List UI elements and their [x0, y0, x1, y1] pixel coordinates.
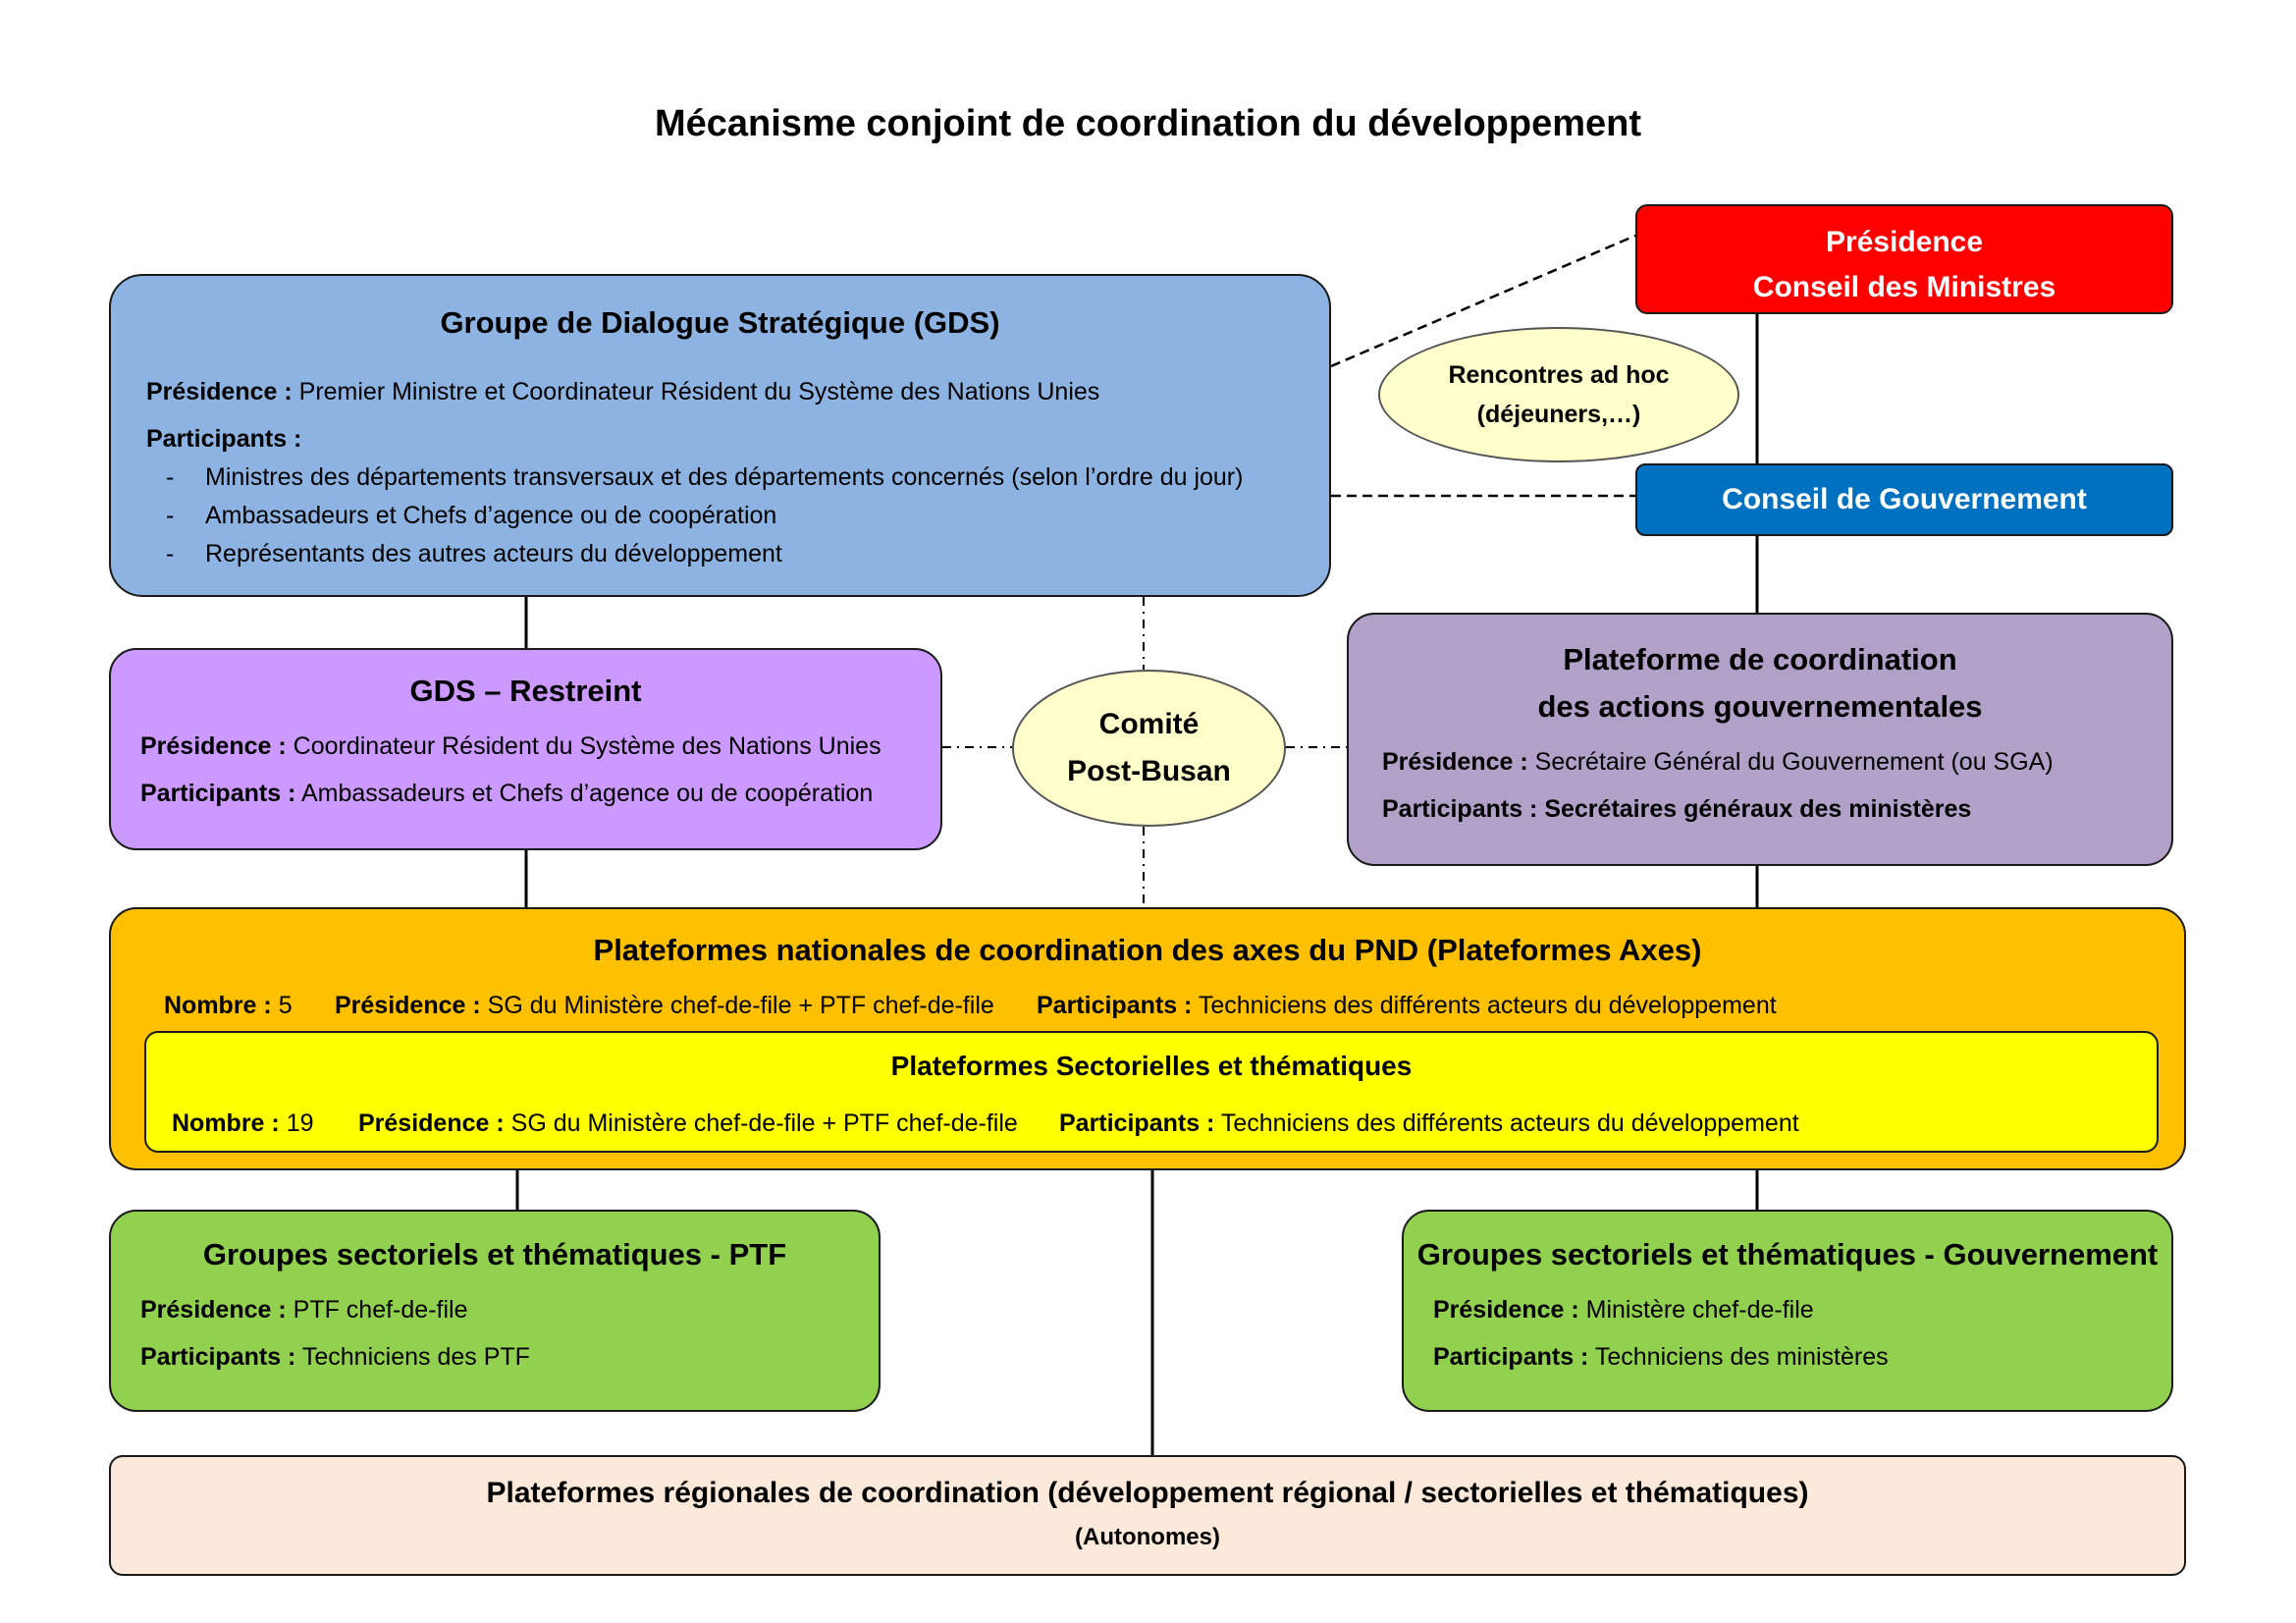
plateformes-regionales-subtitle: (Autonomes): [1075, 1524, 1220, 1550]
plateformes-axes-presidence-value: SG du Ministère chef-de-file + PTF chef-…: [487, 992, 994, 1019]
comite-line2: Post-Busan: [1067, 755, 1231, 787]
plateforme-coordination-participants-line: Participants : Secrétaires généraux des …: [1382, 795, 1972, 823]
connector-gds-presidence-dashed: [1330, 234, 1636, 368]
presidence-conseil-ministres-box: Présidence Conseil des Ministres: [1635, 204, 2173, 314]
list-item: -Représentants des autres acteurs du dév…: [166, 540, 782, 568]
list-item: -Ambassadeurs et Chefs d’agence ou de co…: [166, 502, 777, 529]
conseil-gouvernement-box: Conseil de Gouvernement: [1635, 463, 2173, 536]
groupes-gouvernement-presidence-value: Ministère chef-de-file: [1585, 1296, 1814, 1324]
gds-restreint-presidence-line: Présidence : Coordinateur Résident du Sy…: [140, 732, 881, 760]
groupes-gouvernement-participants-value: Techniciens des ministères: [1594, 1343, 1889, 1371]
gds-box: Groupe de Dialogue Stratégique (GDS) Pré…: [109, 274, 1331, 597]
groupes-gouvernement-box: Groupes sectoriels et thématiques - Gouv…: [1402, 1210, 2173, 1412]
groupes-ptf-title: Groupes sectoriels et thématiques - PTF: [202, 1237, 787, 1271]
gds-title: Groupe de Dialogue Stratégique (GDS): [440, 305, 1000, 340]
plateformes-sectorielles-participants: Participants : Techniciens des différent…: [1059, 1109, 1799, 1137]
groupes-gouvernement-participants-line: Participants : Techniciens des ministère…: [1433, 1343, 1889, 1371]
gds-restreint-participants-line: Participants : Ambassadeurs et Chefs d’a…: [140, 780, 874, 807]
plateformes-sectorielles-title: Plateformes Sectorielles et thématiques: [890, 1051, 1413, 1081]
plateformes-sectorielles-nombre-value: 19: [286, 1109, 314, 1137]
comite-post-busan-ellipse: Comité Post-Busan: [1012, 670, 1286, 827]
plateformes-sectorielles-box: Plateformes Sectorielles et thématiques …: [144, 1031, 2159, 1153]
groupes-gouvernement-title: Groupes sectoriels et thématiques - Gouv…: [1416, 1237, 2159, 1271]
plateformes-axes-box: Plateformes nationales de coordination d…: [109, 907, 2186, 1170]
plateformes-axes-title: Plateformes nationales de coordination d…: [593, 933, 1702, 967]
conseil-gouvernement-label: Conseil de Gouvernement: [1722, 483, 2087, 515]
plateformes-sectorielles-presidence-value: SG du Ministère chef-de-file + PTF chef-…: [510, 1109, 1018, 1137]
gds-presidence-line: Présidence : Premier Ministre et Coordin…: [146, 378, 1099, 406]
plateformes-sectorielles-presidence: Présidence : SG du Ministère chef-de-fil…: [358, 1109, 1018, 1137]
presidence-box-line1: Présidence: [1825, 226, 1984, 258]
presidence-label: Présidence :: [146, 378, 293, 406]
plateformes-sectorielles-nombre: Nombre : 19: [172, 1109, 314, 1137]
plateforme-coordination-presidence-value: Secrétaire Général du Gouvernement (ou S…: [1534, 748, 2054, 776]
gds-presidence-value: Premier Ministre et Coordinateur Résiden…: [298, 378, 1100, 406]
groupes-gouvernement-presidence-line: Présidence : Ministère chef-de-file: [1433, 1296, 1814, 1324]
plateformes-regionales-box: Plateformes régionales de coordination (…: [109, 1455, 2186, 1576]
groupes-ptf-presidence-value: PTF chef-de-file: [293, 1296, 468, 1324]
plateforme-coordination-participants-value: Secrétaires généraux des ministères: [1544, 795, 1972, 823]
page-title: Mécanisme conjoint de coordination du dé…: [654, 103, 1641, 144]
rencontres-line2: (déjeuners,…): [1476, 401, 1641, 428]
rencontres-ad-hoc-ellipse: Rencontres ad hoc (déjeuners,…): [1378, 327, 1739, 462]
plateforme-coordination-title-line2: des actions gouvernementales: [1537, 689, 1983, 724]
plateformes-axes-nombre-value: 5: [278, 992, 293, 1019]
groupes-ptf-presidence-line: Présidence : PTF chef-de-file: [140, 1296, 468, 1324]
participants-label: Participants :: [146, 425, 302, 453]
gds-restreint-presidence-value: Coordinateur Résident du Système des Nat…: [293, 732, 881, 760]
gds-restreint-box: GDS – Restreint Présidence : Coordinateu…: [109, 648, 942, 850]
comite-line1: Comité: [1098, 708, 1200, 740]
gds-participants-label: Participants :: [146, 425, 301, 454]
plateformes-axes-participants: Participants : Techniciens des différent…: [1037, 992, 1777, 1019]
rencontres-line1: Rencontres ad hoc: [1448, 361, 1670, 389]
plateformes-sectorielles-participants-value: Techniciens des différents acteurs du dé…: [1220, 1109, 1799, 1137]
plateformes-axes-nombre: Nombre : 5: [164, 992, 293, 1019]
plateformes-axes-presidence: Présidence : SG du Ministère chef-de-fil…: [335, 992, 994, 1019]
groupes-ptf-participants-line: Participants : Techniciens des PTF: [140, 1343, 530, 1371]
plateforme-coordination-box: Plateforme de coordination des actions g…: [1347, 613, 2173, 866]
plateforme-coordination-presidence-line: Présidence : Secrétaire Général du Gouve…: [1382, 748, 2054, 776]
groupes-ptf-participants-value: Techniciens des PTF: [301, 1343, 530, 1371]
presidence-box-line2: Conseil des Ministres: [1752, 271, 2056, 303]
gds-participants-list: -Ministres des départements transversaux…: [111, 459, 1329, 573]
plateformes-regionales-title: Plateformes régionales de coordination (…: [486, 1477, 1809, 1509]
list-item: -Ministres des départements transversaux…: [166, 463, 1244, 491]
plateformes-axes-participants-value: Techniciens des différents acteurs du dé…: [1198, 992, 1777, 1019]
gds-restreint-participants-value: Ambassadeurs et Chefs d’agence ou de coo…: [300, 780, 874, 807]
plateforme-coordination-title-line1: Plateforme de coordination: [1563, 642, 1957, 676]
groupes-ptf-box: Groupes sectoriels et thématiques - PTF …: [109, 1210, 881, 1412]
gds-restreint-title: GDS – Restreint: [409, 674, 642, 708]
